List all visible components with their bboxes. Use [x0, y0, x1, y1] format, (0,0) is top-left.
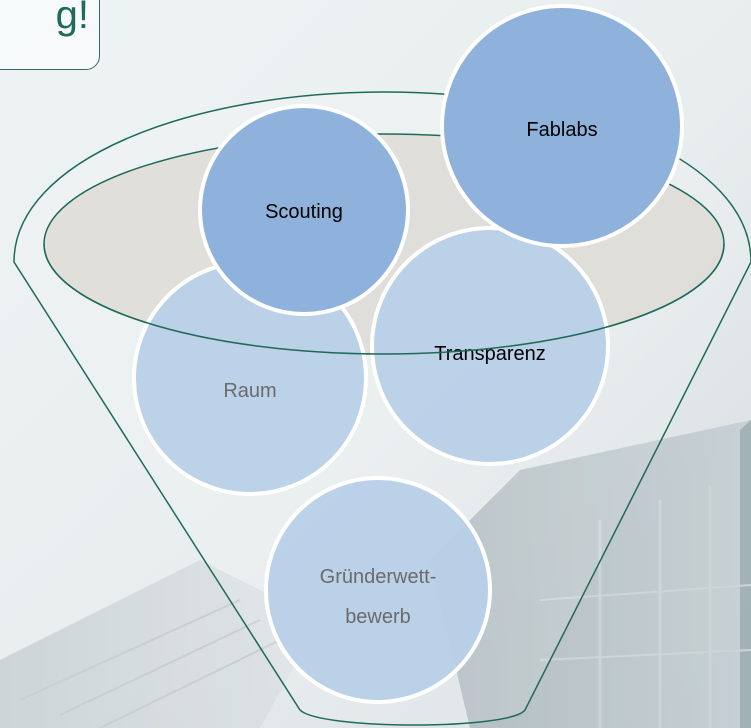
- background-building: [0, 420, 751, 728]
- funnel-mouth-front-rim: [43, 243, 725, 355]
- circle-shape: [440, 4, 684, 248]
- circle-shape: [370, 226, 610, 466]
- funnel-item-gr-nderwett-bewerb: Gründerwett-bewerb: [264, 476, 492, 704]
- circle-label: Transparenz: [434, 343, 546, 365]
- funnel-item-scouting: Scouting: [198, 104, 410, 316]
- title-box: g!: [0, 0, 100, 70]
- circle-label-line1: Gründerwett-: [320, 566, 437, 588]
- circle-label-line2: bewerb: [345, 606, 411, 628]
- funnel-item-fablabs: Fablabs: [440, 4, 684, 248]
- page-title: g!: [55, 0, 89, 37]
- funnel-item-transparenz: Transparenz: [370, 226, 610, 466]
- circle-label: Scouting: [265, 201, 343, 223]
- circle-label: Fablabs: [526, 119, 597, 141]
- circle-shape: [264, 476, 492, 704]
- circle-shape: [198, 104, 410, 316]
- funnel-item-raum: Raum: [132, 260, 368, 496]
- circle-label: Raum: [223, 380, 276, 402]
